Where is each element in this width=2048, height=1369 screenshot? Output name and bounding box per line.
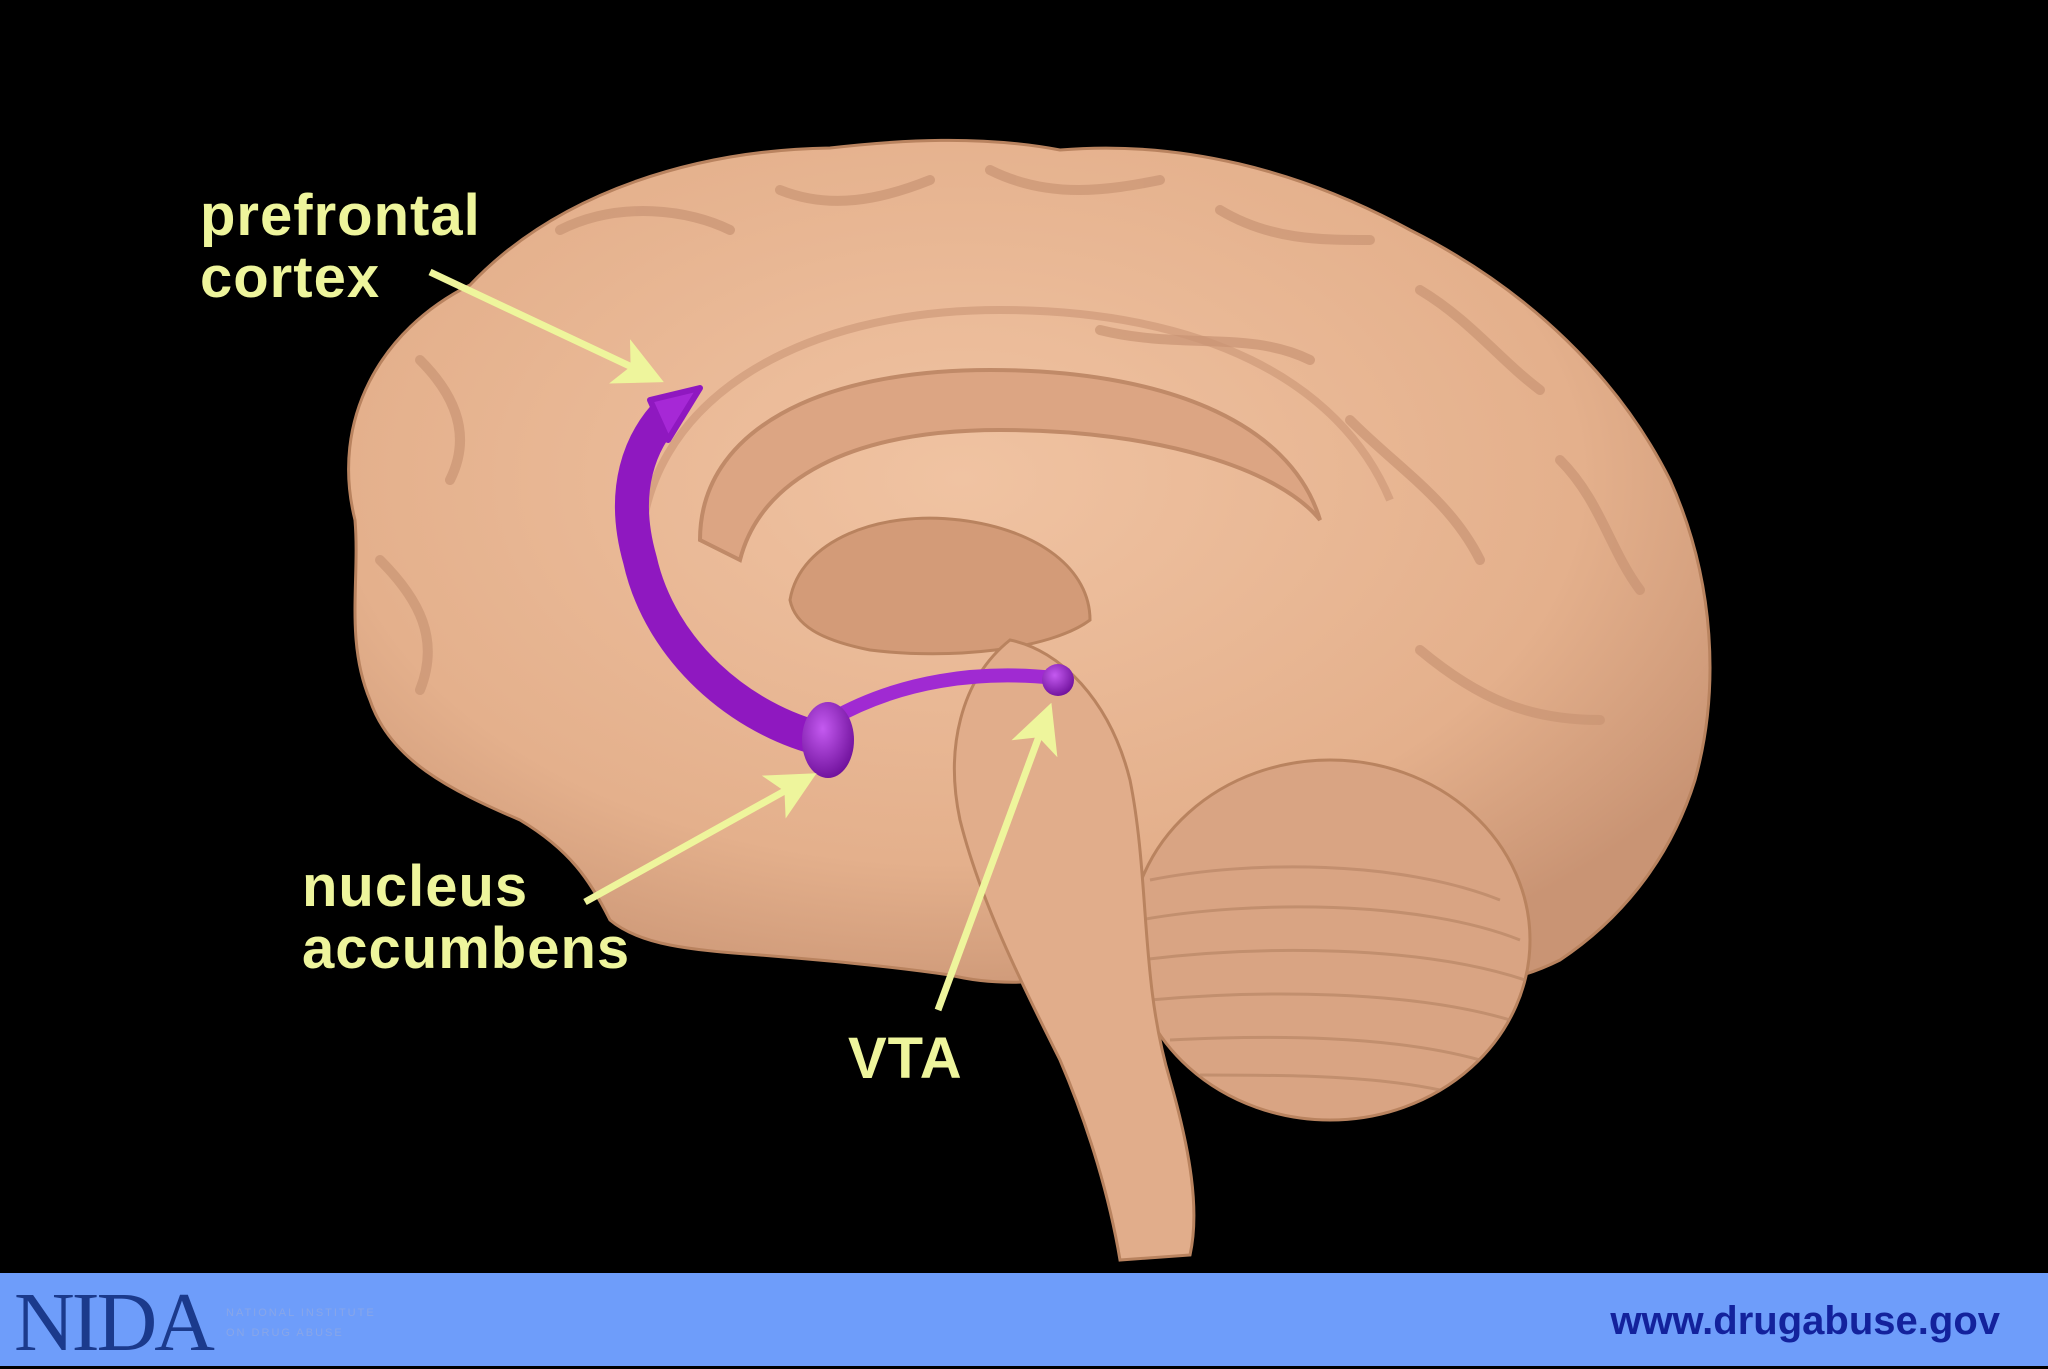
corpus-callosum	[697, 367, 1322, 563]
label-accumbens-line1: nucleus	[302, 854, 529, 919]
footer-bar: NIDA National Institute on Drug Abuse ww…	[0, 1273, 2048, 1366]
accumbens-pointer	[583, 773, 817, 906]
thalamus	[788, 516, 1092, 656]
nida-logo[interactable]: NIDA National Institute on Drug Abuse	[14, 1281, 414, 1365]
label-prefrontal-line1: prefrontal	[200, 183, 481, 248]
nida-logo-wordmark: NIDA	[14, 1276, 215, 1369]
label-vta: VTA	[848, 1026, 963, 1091]
nucleus-accumbens-node	[802, 702, 854, 778]
mesocortical-arrowhead	[647, 385, 703, 443]
nida-subtitle-line1: National Institute	[226, 1307, 376, 1319]
vta-node	[1042, 664, 1074, 696]
label-prefrontal-cortex: prefrontal cortex	[200, 185, 481, 309]
nida-logo-subtitle: National Institute on Drug Abuse	[226, 1303, 376, 1343]
cingulate-arc	[636, 305, 1394, 561]
cerebellum	[1128, 758, 1532, 1122]
label-prefrontal-line2: cortex	[200, 245, 381, 310]
prefrontal-pointer	[428, 268, 664, 384]
nida-subtitle-line2: on Drug Abuse	[226, 1327, 344, 1339]
dopamine-pathway	[614, 385, 1074, 778]
site-url-link[interactable]: www.drugabuse.gov	[1610, 1299, 2000, 1343]
label-accumbens-line2: accumbens	[302, 916, 631, 981]
label-pointers	[428, 268, 1058, 1012]
mesolimbic-pathway	[823, 668, 1062, 727]
label-nucleus-accumbens: nucleus accumbens	[302, 856, 630, 980]
diagram-stage: prefrontal cortex nucleus accumbens VTA	[200, 138, 1712, 1262]
mesocortical-pathway	[614, 393, 842, 757]
brain-illustration	[347, 138, 1712, 1262]
vta-pointer	[934, 702, 1058, 1012]
